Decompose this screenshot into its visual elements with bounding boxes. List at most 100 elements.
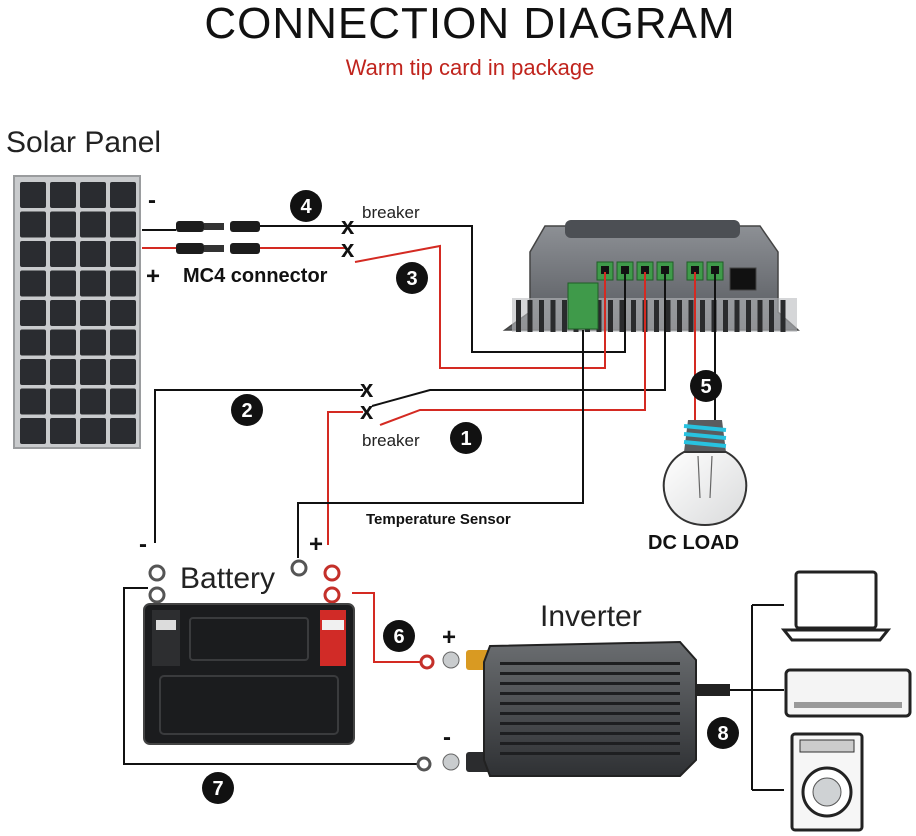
heatsink-fin xyxy=(527,300,533,332)
badge-circle xyxy=(290,190,322,222)
heatsink-fin xyxy=(677,300,682,332)
solar-cell xyxy=(50,211,76,238)
breaker-mark-pv-negative: x xyxy=(341,213,355,240)
badge-number: 8 xyxy=(717,723,728,745)
badge-number: 1 xyxy=(460,428,471,450)
solar-cell xyxy=(20,329,46,356)
number-badges: 1 2 3 4 5 6 7 8 xyxy=(202,190,739,804)
rj45-port xyxy=(729,267,757,291)
battery-plus-sign: + xyxy=(309,531,323,558)
inverter-minus-sign: - xyxy=(443,724,451,751)
badge-number: 3 xyxy=(406,268,417,290)
inverter-fin xyxy=(500,742,680,745)
heatsink-fin xyxy=(688,300,694,332)
heatsink-fin xyxy=(654,300,659,332)
wire-inverter-negative xyxy=(123,587,418,765)
heatsink-fin xyxy=(769,300,774,332)
badge-number: 2 xyxy=(241,400,252,422)
terminal-screw xyxy=(691,266,699,274)
badge-number: 4 xyxy=(300,196,312,218)
wire-inverter-output xyxy=(728,604,784,791)
air-conditioner-icon xyxy=(784,668,912,718)
terminal-screw xyxy=(601,266,609,274)
inverter-label: Inverter xyxy=(540,600,642,633)
heatsink-fin xyxy=(757,300,763,332)
mc4-connector-label: MC4 connector xyxy=(183,265,328,287)
solar-cell xyxy=(110,388,136,415)
solar-cell xyxy=(20,270,46,297)
solar-cell xyxy=(50,418,76,444)
solar-cell xyxy=(80,182,106,208)
solar-cell xyxy=(110,329,136,356)
solar-cell xyxy=(80,329,106,356)
wire-battery-positive-in xyxy=(327,411,363,545)
heatsink-fin xyxy=(516,300,521,332)
solar-cell xyxy=(80,241,106,267)
heatsink-fin xyxy=(619,300,625,332)
battery-label: Battery xyxy=(180,562,275,595)
badge-8: 8 xyxy=(707,717,739,749)
solar-cell xyxy=(20,241,46,267)
badge-circle xyxy=(396,262,428,294)
badge-circle xyxy=(690,370,722,402)
solar-cell xyxy=(20,359,46,385)
badge-6: 6 xyxy=(383,620,415,652)
mc4-connector-positive xyxy=(176,243,260,254)
inverter-fin xyxy=(500,752,680,755)
heatsink-fin xyxy=(665,300,671,332)
badge-2: 2 xyxy=(231,394,263,426)
solar-cell xyxy=(50,241,76,267)
heatsink-fin xyxy=(780,300,786,332)
inverter-fin xyxy=(500,682,680,685)
solar-cell xyxy=(50,300,76,326)
wire-battery-positive-out xyxy=(379,272,646,426)
inverter-fin xyxy=(500,712,680,715)
heatsink-fin xyxy=(723,300,728,332)
inverter-fin xyxy=(500,672,680,675)
heatsink-fin xyxy=(746,300,751,332)
badge-circle xyxy=(707,717,739,749)
solar-cell xyxy=(80,359,106,385)
inverter-terminal-rings xyxy=(416,650,494,772)
badge-number: 6 xyxy=(393,626,404,648)
breaker-mark-battery-positive: x xyxy=(360,398,374,425)
inverter xyxy=(483,640,730,777)
solar-cell xyxy=(80,388,106,415)
solar-cell xyxy=(80,211,106,238)
solar-cell xyxy=(110,418,136,444)
wire-inverter-positive xyxy=(352,592,420,663)
terminal-screw xyxy=(711,266,719,274)
solar-cell xyxy=(20,182,46,208)
wire-battery-negative-out xyxy=(371,272,666,407)
badge-7: 7 xyxy=(202,772,234,804)
battery-terminal-rings xyxy=(148,559,341,604)
solar-cell xyxy=(80,300,106,326)
solar-cell xyxy=(20,211,46,238)
battery-minus-sign: - xyxy=(139,531,147,558)
solar-panel-label: Solar Panel xyxy=(6,126,161,159)
heatsink-fin xyxy=(608,300,613,332)
terminal-screw xyxy=(661,266,669,274)
heatsink-fin xyxy=(539,300,544,332)
battery xyxy=(143,603,355,745)
heatsink-fin xyxy=(550,300,556,332)
badge-circle xyxy=(383,620,415,652)
solar-cell xyxy=(50,388,76,415)
solar-cell xyxy=(50,270,76,297)
wire-pv-positive-out xyxy=(354,244,606,369)
inverter-fin xyxy=(500,732,680,735)
page-title: CONNECTION DIAGRAM xyxy=(204,0,735,48)
charge-controller xyxy=(502,220,800,332)
badge-5: 5 xyxy=(690,370,722,402)
solar-cell xyxy=(20,300,46,326)
page-subtitle: Warm tip card in package xyxy=(346,55,595,80)
solar-panel xyxy=(13,175,141,449)
heatsink-fin xyxy=(734,300,740,332)
heatsink-fin xyxy=(631,300,636,332)
inverter-fin xyxy=(500,722,680,725)
badge-circle xyxy=(450,422,482,454)
solar-cell xyxy=(110,359,136,385)
solar-cell xyxy=(50,182,76,208)
badge-1: 1 xyxy=(450,422,482,454)
